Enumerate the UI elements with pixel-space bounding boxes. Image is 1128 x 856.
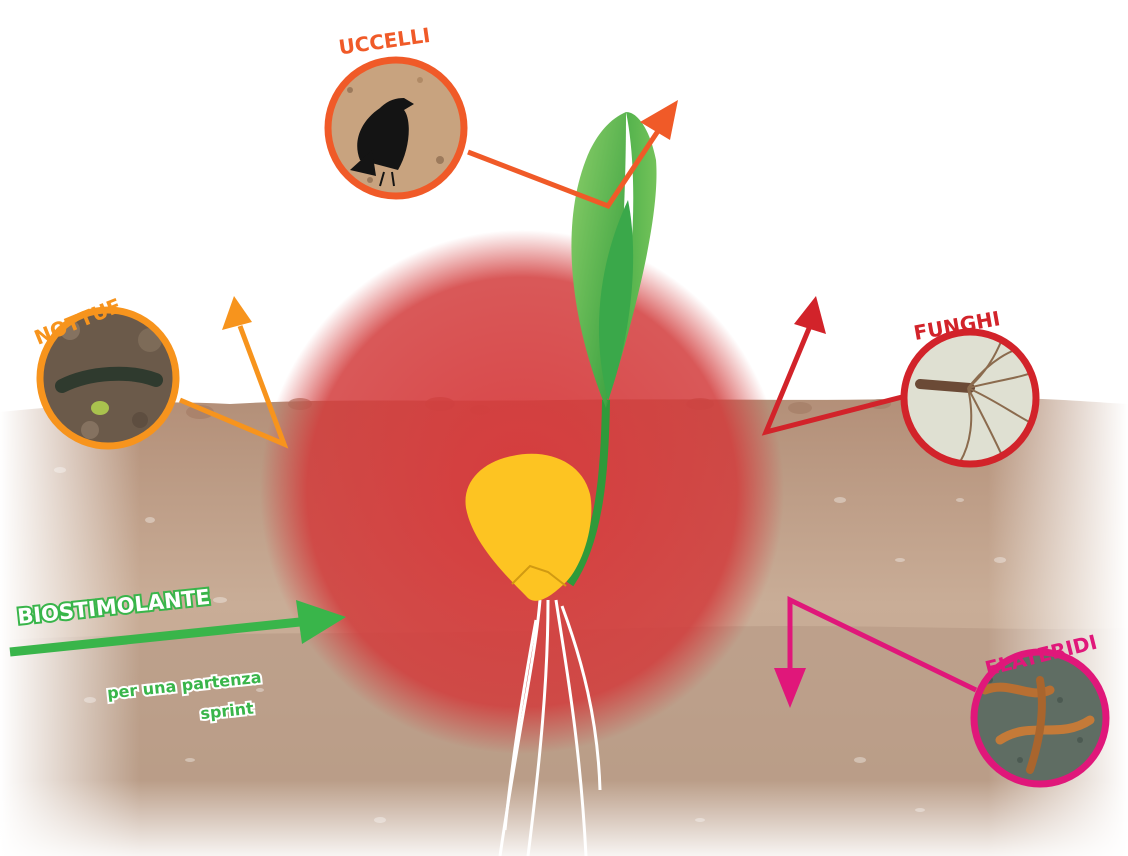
crow-photo-icon: [320, 52, 480, 212]
funghi-arrowhead: [794, 296, 826, 334]
nottue-arrowhead: [222, 296, 252, 330]
uccelli-label: UCCELLI: [337, 23, 432, 60]
fade-bottom: [0, 780, 1128, 856]
